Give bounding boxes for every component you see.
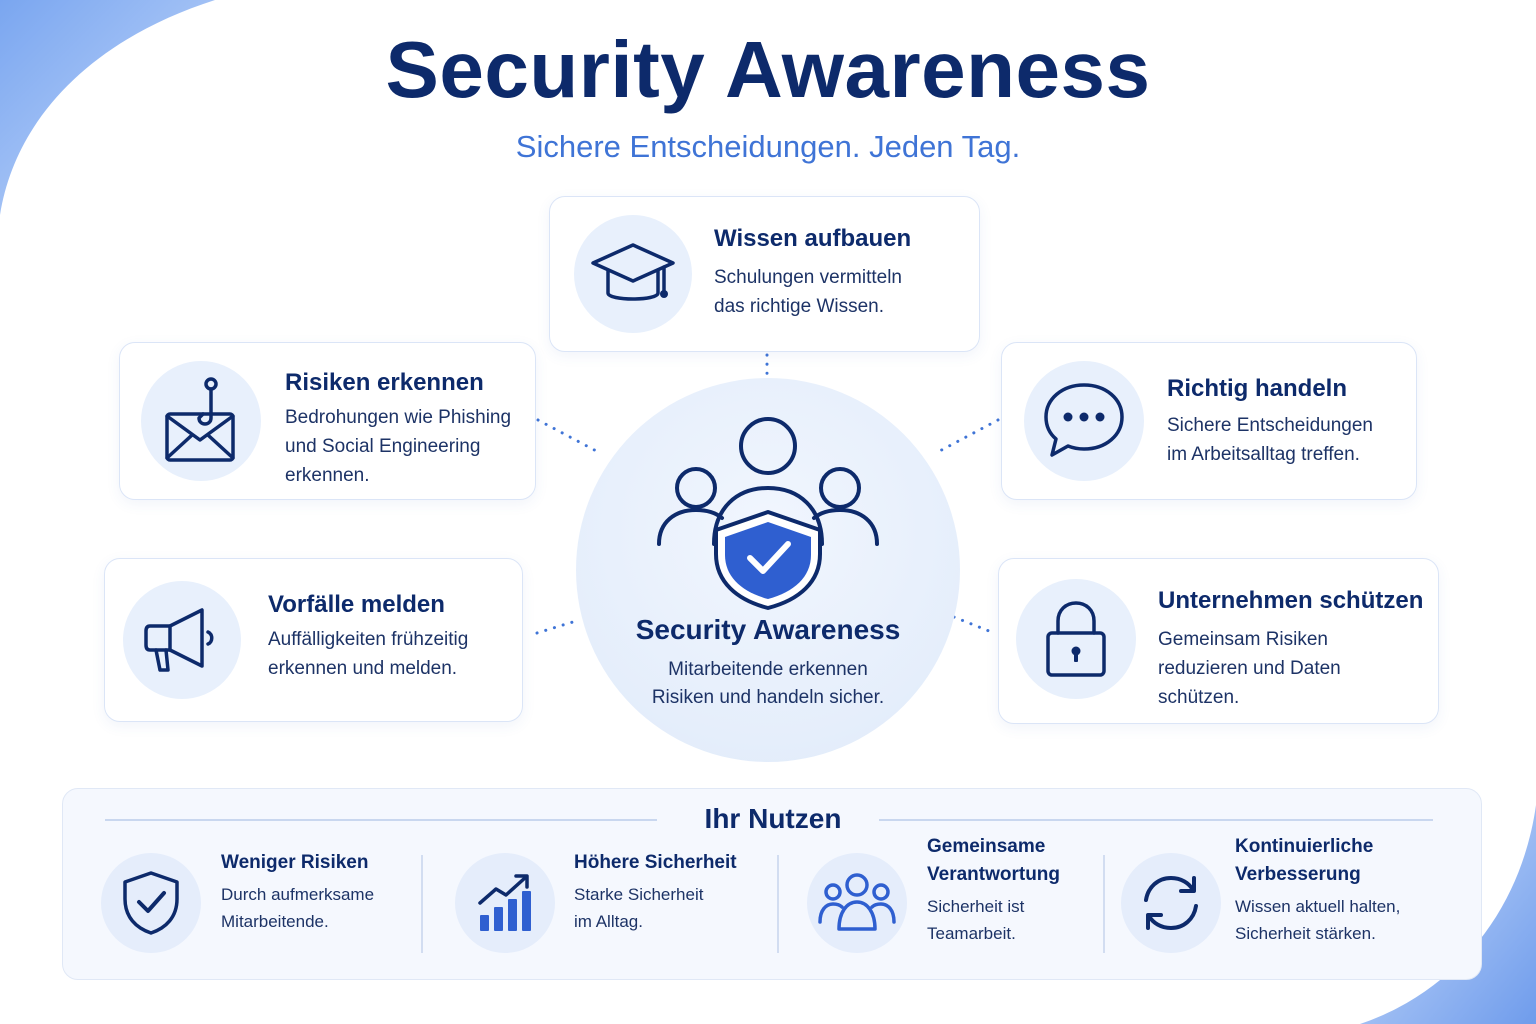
team-icon [807,853,907,953]
topic-title: Unternehmen schützen [1158,587,1424,614]
benefits-title: Ihr Nutzen [704,803,842,834]
description-line: Bedrohungen wie Phishing [285,407,512,428]
refresh-cycle-icon [1121,853,1221,953]
description-line: das richtige Wissen. [714,296,885,317]
description-line: schützen. [1158,687,1240,708]
description-line: erkennen. [285,465,370,486]
topic-title: Wissen aufbauen [714,225,912,252]
benefit-text: Durch aufmerksame Mitarbeitende. [221,885,375,931]
benefit-higher-security: Höhere Sicherheit Starke Sicherheit im A… [455,852,765,957]
description-line: Auffälligkeiten frühzeitig [268,629,469,650]
benefit-text: Sicherheit ist Teamarbeit. [927,897,1025,943]
topic-card-act: Richtig handeln Sichere Entscheidungen i… [1001,342,1417,500]
page-title: Security Awareness [385,25,1151,114]
description-line: Schulungen vermitteln [714,267,902,288]
central-hub: Security Awareness Mitarbeitende erkenne… [576,378,960,762]
topic-title: Risiken erkennen [285,369,484,396]
topic-description: Sichere Entscheidungen im Arbeitsalltag … [1167,411,1373,469]
column-separator [1103,855,1105,953]
benefit-text: Wissen aktuell halten, Sicherheit stärke… [1235,897,1401,943]
people-shield-check-icon [649,416,887,617]
topic-card-report: Vorfälle melden Auffälligkeiten frühzeit… [104,558,523,722]
page-subtitle: Sichere Entscheidungen. Jeden Tag. [515,129,1021,164]
benefit-shared-responsibility: Gemeinsame Verantwortung Sicherheit ist … [807,836,1097,957]
phishing-envelope-icon [141,361,261,481]
chat-bubble-icon [1024,361,1144,481]
topic-title: Richtig handeln [1167,375,1347,402]
topic-description: Bedrohungen wie Phishing und Social Engi… [285,403,511,490]
description-line: Sichere Entscheidungen [1167,415,1373,436]
column-separator [421,855,423,953]
divider-line [879,819,1433,821]
topic-card-knowledge: Wissen aufbauen Schulungen vermitteln da… [549,196,980,352]
benefit-title: Höhere Sicherheit [574,852,737,873]
description-line: erkennen und melden. [268,658,458,679]
topic-card-protect: Unternehmen schützen Gemeinsam Risiken r… [998,558,1439,724]
growth-chart-icon [455,853,555,953]
megaphone-icon [123,581,241,699]
benefit-title: Kontinuierliche Verbesserung [1235,836,1374,885]
description-line: und Social Engineering [285,436,481,457]
column-separator [777,855,779,953]
topic-description: Gemeinsam Risiken reduzieren und Daten s… [1158,625,1341,712]
benefit-title: Weniger Risiken [221,852,369,873]
topic-card-risks: Risiken erkennen Bedrohungen wie Phishin… [119,342,536,500]
benefit-continuous-improvement: Kontinuierliche Verbesserung Wissen aktu… [1121,836,1466,957]
description-line: im Arbeitsalltag treffen. [1167,444,1360,465]
description-line: Gemeinsam Risiken [1158,629,1328,650]
topic-description: Auffälligkeiten frühzeitig erkennen und … [268,625,468,683]
hub-description-line: Mitarbeitende erkennen [668,659,868,680]
hub-description: Mitarbeitende erkennen Risiken und hande… [576,656,960,712]
topic-description: Schulungen vermitteln das richtige Wisse… [714,263,902,321]
graduation-cap-icon [574,215,692,333]
hub-title: Security Awareness [635,614,901,645]
hub-description-line: Risiken und handeln sicher. [651,687,885,708]
benefits-section: Ihr Nutzen Weniger Risiken Durch aufmerk… [62,788,1482,980]
benefit-text: Starke Sicherheit im Alltag. [574,885,704,931]
benefit-title: Gemeinsame Verantwortung [927,836,1061,885]
padlock-icon [1016,579,1136,699]
description-line: reduzieren und Daten [1158,658,1341,679]
shield-check-icon [101,853,201,953]
benefit-fewer-risks: Weniger Risiken Durch aufmerksame Mitarb… [101,852,411,957]
topic-title: Vorfälle melden [268,591,445,618]
divider-line [105,819,657,821]
